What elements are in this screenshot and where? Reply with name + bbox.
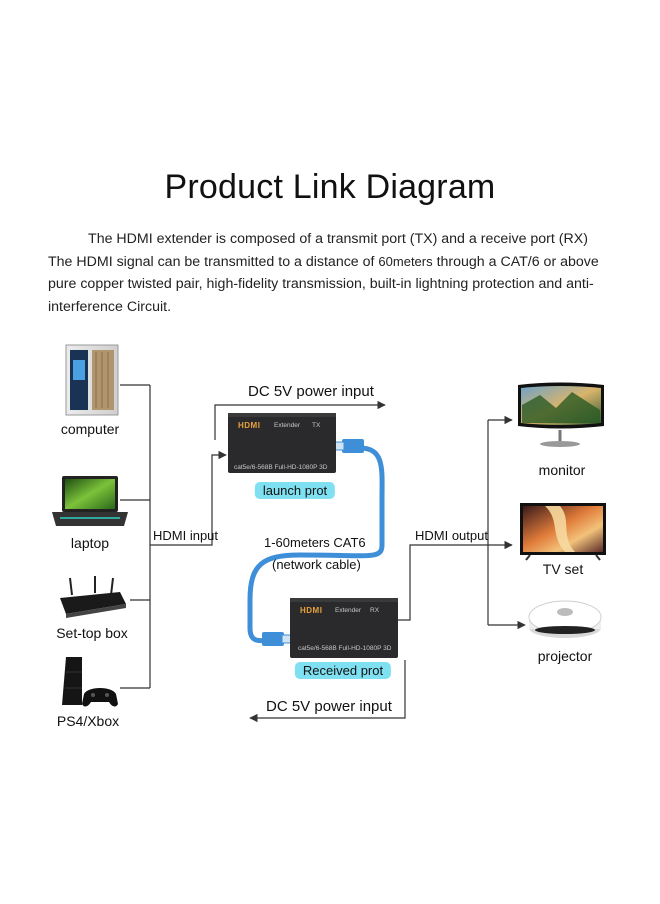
game-console-icon xyxy=(62,657,118,707)
intro-line-3: pure copper twisted pair, high-fidelity … xyxy=(48,276,594,292)
received-port-label: Received prot xyxy=(294,662,392,679)
router-box-icon xyxy=(60,576,126,618)
tx-tag: TX xyxy=(312,422,321,429)
rj45-connector-top-icon xyxy=(333,439,364,453)
tx-name: Extender xyxy=(274,422,301,429)
rx-extender-box xyxy=(290,598,398,658)
dc-bottom-arrow xyxy=(249,660,406,723)
intro-line-1: The HDMI extender is composed of a trans… xyxy=(88,231,588,247)
cable-length-label: 1-60meters CAT6 xyxy=(264,535,366,550)
output-label-monitor: monitor xyxy=(538,462,586,478)
hdmi-input-label: HDMI input xyxy=(153,528,219,543)
output-label-tv: TV set xyxy=(542,561,584,577)
page-title: Product Link Diagram xyxy=(164,168,496,206)
source-label-set-top-box: Set-top box xyxy=(56,625,128,641)
desktop-tower-icon xyxy=(65,344,119,416)
intro-line-4: interference Circuit. xyxy=(48,298,172,315)
intro-line-2: The HDMI signal can be transmitted to a … xyxy=(48,253,599,270)
launch-port-label: launch prot xyxy=(254,482,336,499)
monitor-icon xyxy=(518,382,604,447)
dc-bottom-label: DC 5V power input xyxy=(266,698,392,715)
projector-icon xyxy=(528,600,602,638)
laptop-icon xyxy=(52,476,128,526)
source-label-laptop: laptop xyxy=(70,535,110,551)
hdmi-output-label: HDMI output xyxy=(415,528,488,543)
tx-extender-box xyxy=(228,413,336,473)
rx-name: Extender xyxy=(335,607,362,614)
tx-brand: HDMI xyxy=(238,421,261,430)
distance-value: 60meters xyxy=(378,253,433,269)
tv-icon xyxy=(520,503,606,561)
output-label-projector: projector xyxy=(537,648,593,664)
tx-spec: cat5e/6-568B Full-HD-1080P 3D xyxy=(234,464,328,471)
source-label-computer: computer xyxy=(60,421,120,437)
hdmi-output-bus xyxy=(398,415,526,630)
rx-tag: RX xyxy=(370,607,380,614)
rx-brand: HDMI xyxy=(300,606,323,615)
hdmi-input-bus xyxy=(120,384,227,689)
dc-top-arrow xyxy=(214,400,386,440)
dc-top-label: DC 5V power input xyxy=(248,383,374,400)
network-cable xyxy=(247,445,385,644)
intro-paragraph: The HDMI extender is composed of a trans… xyxy=(48,228,628,318)
source-label-console: PS4/Xbox xyxy=(56,713,120,729)
cable-type-label: (network cable) xyxy=(272,557,361,572)
rx-spec: cat5e/6-568B Full-HD-1080P 3D xyxy=(298,645,392,652)
rj45-connector-bottom-icon xyxy=(262,632,293,646)
